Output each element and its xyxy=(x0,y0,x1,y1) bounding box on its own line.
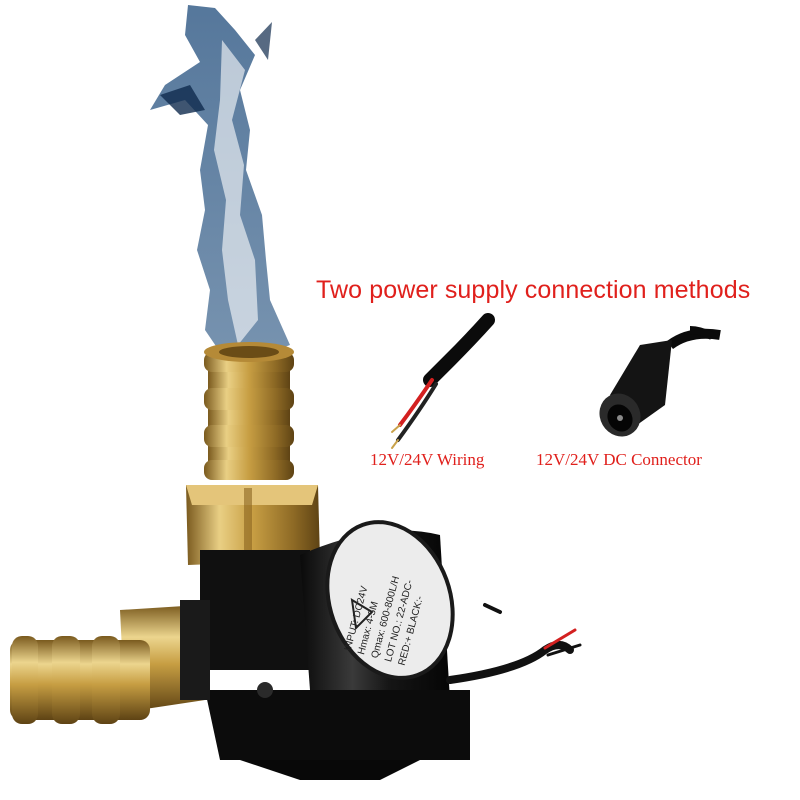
caption-dc-connector: 12V/24V DC Connector xyxy=(536,450,702,469)
water-jet xyxy=(150,5,290,360)
warning-triangle-icon xyxy=(350,598,374,631)
outlet-barb xyxy=(204,342,294,480)
bare-wire-cable-icon xyxy=(391,313,495,449)
pump-wires xyxy=(446,603,582,684)
outlet-hex-nut xyxy=(186,485,320,565)
dc-barrel-connector-icon xyxy=(599,326,721,437)
inlet-barb xyxy=(10,600,210,724)
headline: Two power supply connection methods xyxy=(316,276,751,304)
pump-body: INPUT: DC24V Hmax: 4-5M Qmax: 600-800L/H… xyxy=(200,520,470,780)
caption-wiring: 12V/24V Wiring xyxy=(370,450,485,469)
